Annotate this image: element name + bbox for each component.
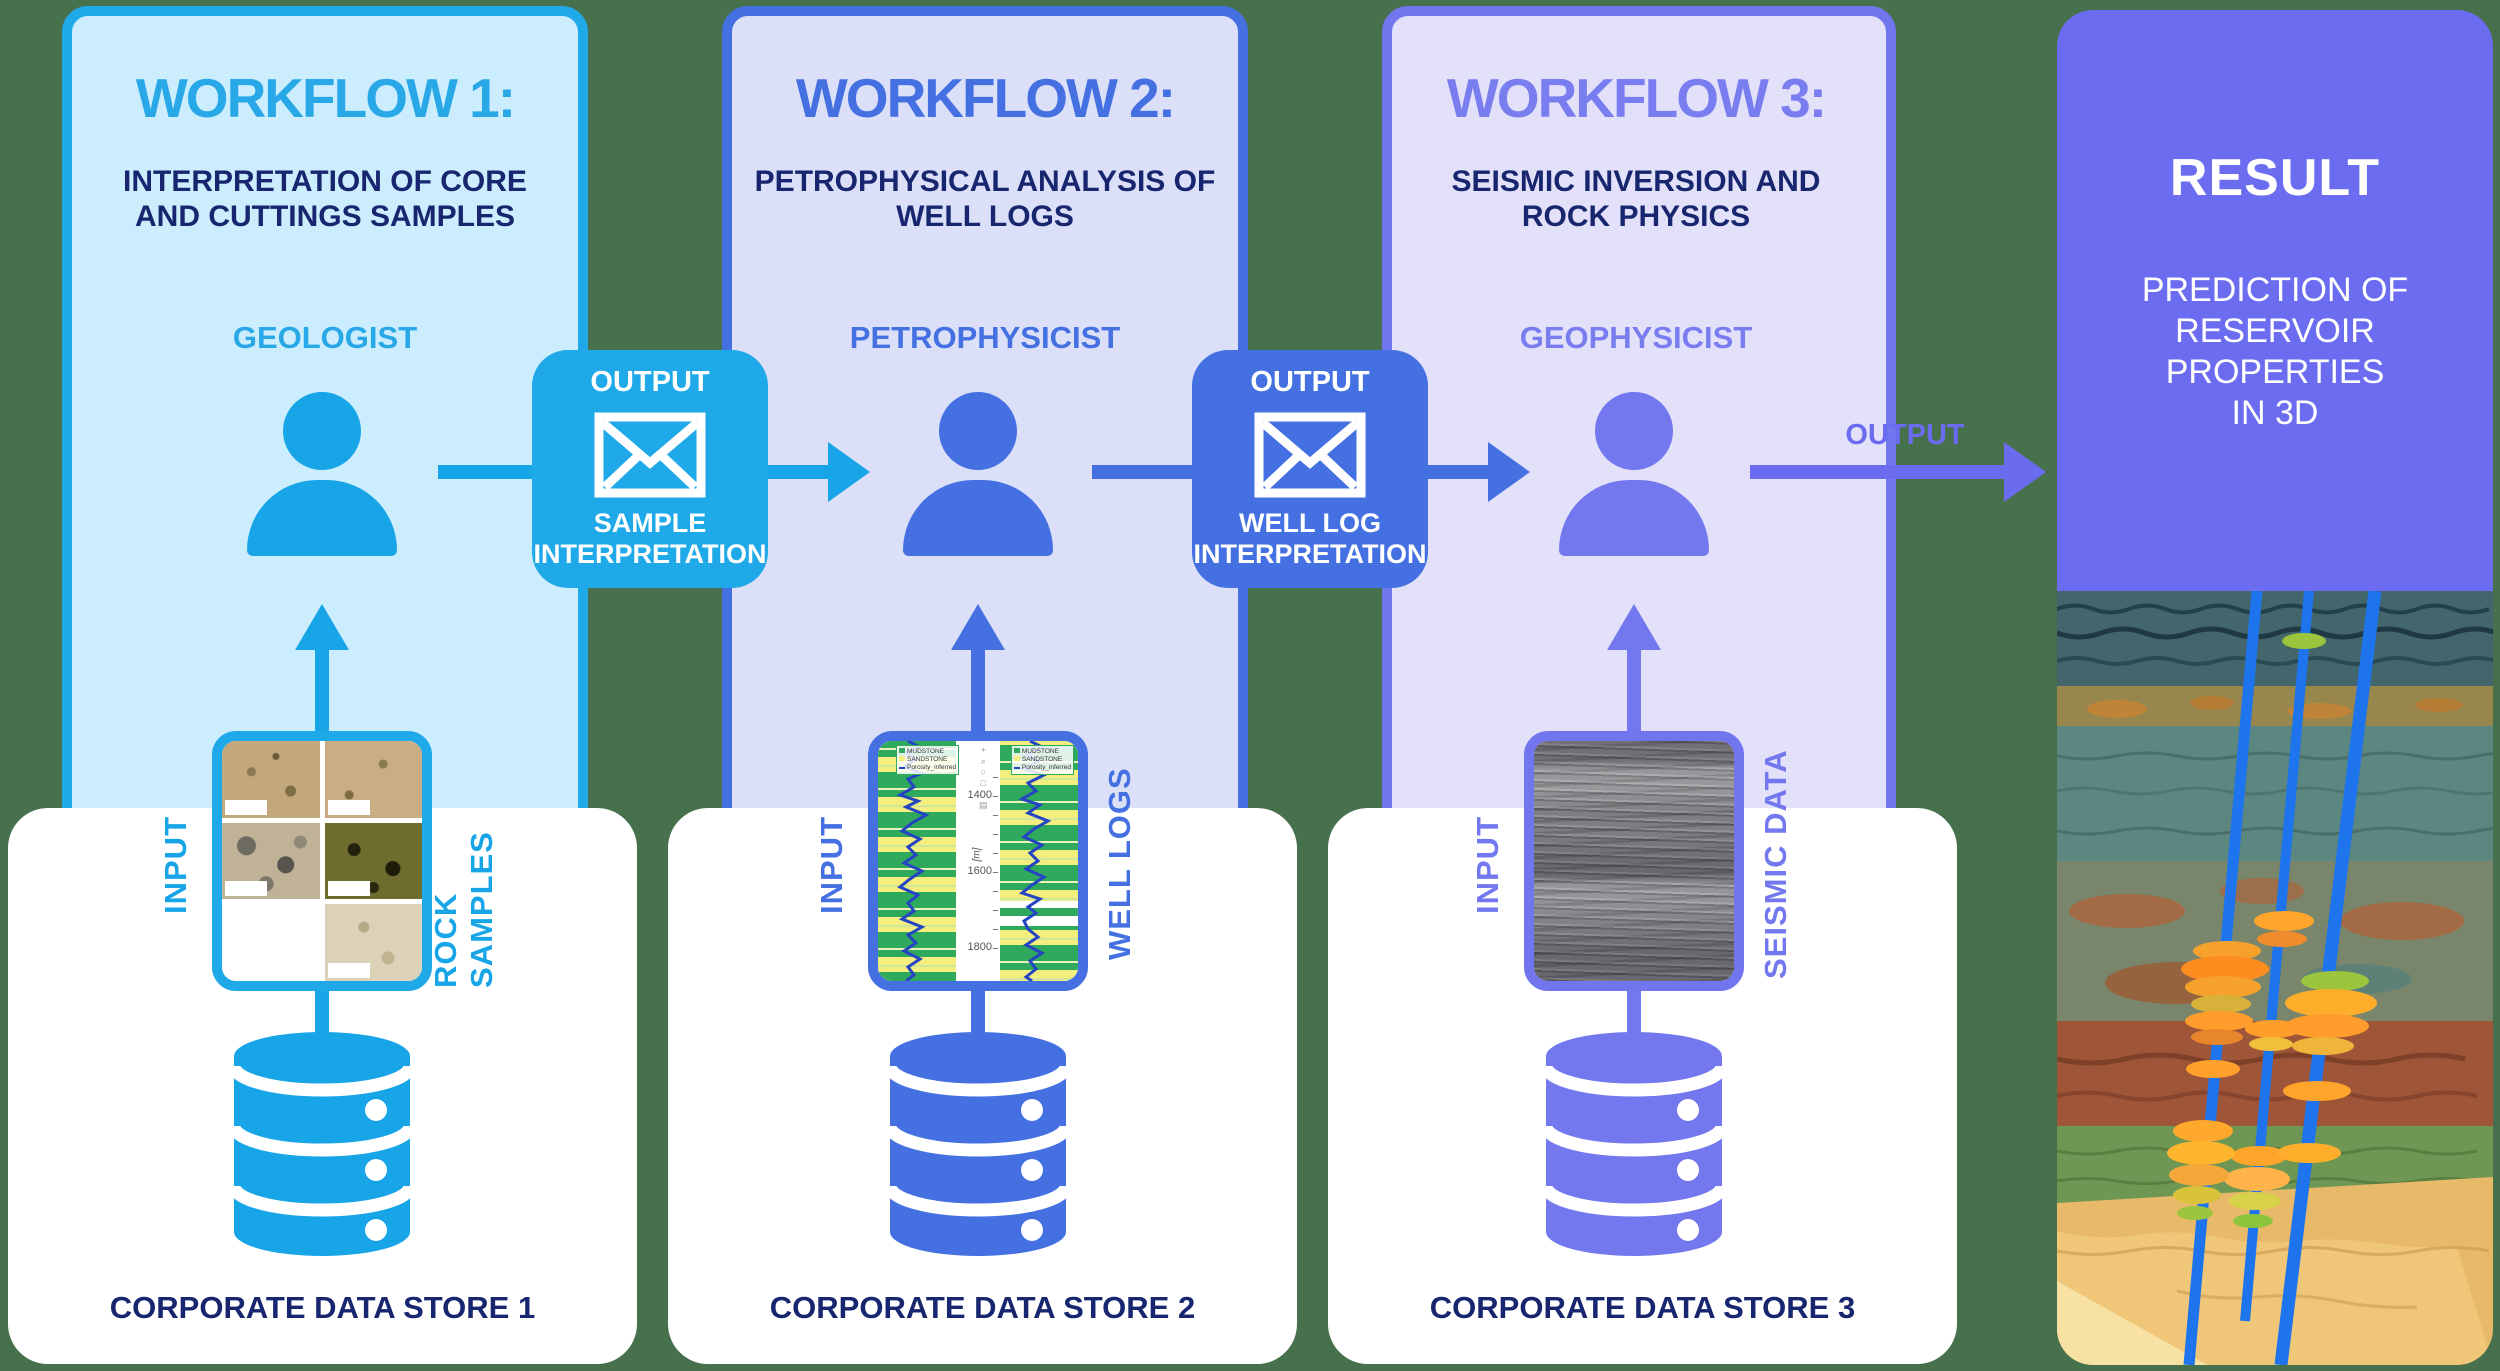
seismic-section bbox=[1534, 741, 1734, 981]
person-head bbox=[939, 392, 1017, 470]
petrophysicist-person-icon bbox=[898, 392, 1058, 562]
rock-photo bbox=[324, 904, 422, 981]
workflow-1-subtitle: INTERPRETATION OF CORE AND CUTTINGS SAMP… bbox=[123, 165, 527, 233]
seismic-data-image bbox=[1524, 731, 1744, 991]
reservoir-3d-prediction-image bbox=[2057, 591, 2493, 1365]
photo-caption bbox=[327, 799, 370, 815]
photo-caption bbox=[225, 799, 267, 815]
geophysicist-person-icon bbox=[1554, 392, 1714, 562]
right-arrowhead-icon bbox=[1488, 442, 1530, 502]
result-title: RESULT bbox=[2169, 149, 2381, 207]
workflow-2-role-label: PETROPHYSICIST bbox=[849, 320, 1121, 355]
geologist-person-icon bbox=[242, 392, 402, 562]
log-gap bbox=[1000, 916, 1078, 926]
output-badge-title: OUTPUT bbox=[590, 366, 710, 398]
arrow-person3-to-result bbox=[1750, 465, 2006, 479]
input-label-2: INPUT bbox=[814, 816, 849, 914]
workflow-1-title: WORKFLOW 1: bbox=[135, 67, 516, 129]
person-body bbox=[247, 480, 397, 556]
rock-photo bbox=[222, 904, 320, 981]
workflow-3-title: WORKFLOW 3: bbox=[1446, 67, 1827, 129]
workflow-2-title: WORKFLOW 2: bbox=[795, 67, 1176, 129]
input-label-1: INPUT bbox=[158, 816, 193, 914]
workflow-2-subtitle: PETROPHYSICAL ANALYSIS OF WELL LOGS bbox=[754, 165, 1216, 233]
final-output-label: OUTPUT bbox=[1845, 419, 1965, 451]
input-label-3: INPUT bbox=[1470, 816, 1505, 914]
envelope-icon bbox=[1254, 412, 1366, 498]
depth-tick: 1800 bbox=[967, 941, 992, 953]
arrow-output1-to-person2 bbox=[768, 465, 830, 479]
workflow-3-subtitle: SEISMIC INVERSION AND ROCK PHYSICS bbox=[1451, 165, 1821, 233]
depth-axis: 1400 1600 1800 [m] bbox=[956, 741, 1000, 981]
result-panel: RESULT PREDICTION OF RESERVOIR PROPERTIE… bbox=[2057, 10, 2493, 591]
rock-photo bbox=[222, 822, 320, 900]
person-body bbox=[903, 480, 1053, 556]
plot-toolbar-icons: +⌕○□◌▤ bbox=[979, 745, 988, 810]
porosity-curve bbox=[896, 741, 1052, 981]
depth-tick: 1600 bbox=[967, 865, 992, 877]
rock-photo bbox=[324, 741, 422, 818]
log-legend: MUDSTONE SANDSTONE Porosity_inferred bbox=[896, 745, 960, 775]
data-store-1-label: CORPORATE DATA STORE 1 bbox=[109, 1290, 536, 1325]
depth-tick: 1400 bbox=[967, 789, 992, 801]
data-store-3-label: CORPORATE DATA STORE 3 bbox=[1429, 1290, 1856, 1325]
log-legend: MUDSTONE SANDSTONE Porosity_inferred bbox=[1010, 745, 1074, 775]
rock-photo bbox=[324, 822, 422, 900]
well-logs-image: 1400 1600 1800 [m] +⌕○□◌▤ MUDSTONE SANDS… bbox=[868, 731, 1088, 991]
up-arrowhead-icon bbox=[1607, 604, 1661, 650]
seismic-data-label: SEISMIC DATA bbox=[1758, 749, 1793, 979]
envelope-icon bbox=[594, 412, 706, 498]
person-head bbox=[283, 392, 361, 470]
database-icon bbox=[888, 1032, 1068, 1256]
photo-caption bbox=[225, 881, 267, 897]
arrow-output2-to-person3 bbox=[1427, 465, 1490, 479]
well-log-plot: 1400 1600 1800 [m] +⌕○□◌▤ MUDSTONE SANDS… bbox=[878, 741, 1078, 981]
rock-samples-label: ROCK SAMPLES bbox=[428, 831, 499, 988]
up-arrowhead-icon bbox=[951, 604, 1005, 650]
arrow-person1-to-output1 bbox=[438, 465, 534, 479]
database-icon bbox=[1544, 1032, 1724, 1256]
workflow-1-role-label: GEOLOGIST bbox=[232, 320, 418, 355]
right-arrowhead-icon bbox=[828, 442, 870, 502]
workflow-3-role-label: GEOPHYSICIST bbox=[1519, 320, 1753, 355]
well-logs-label: WELL LOGS bbox=[1102, 767, 1137, 961]
photo-caption bbox=[327, 881, 370, 897]
photo-caption bbox=[225, 962, 267, 978]
database-icon bbox=[232, 1032, 412, 1256]
up-arrowhead-icon bbox=[295, 604, 349, 650]
rock-samples-image bbox=[212, 731, 432, 991]
result-subtitle: PREDICTION OF RESERVOIR PROPERTIES IN 3D bbox=[2141, 271, 2409, 432]
well-log-track-left bbox=[878, 741, 956, 981]
rock-photo bbox=[222, 741, 320, 818]
person-head bbox=[1595, 392, 1673, 470]
seismic-3d-view bbox=[2057, 591, 2493, 1365]
right-arrowhead-icon bbox=[2004, 442, 2046, 502]
photo-caption bbox=[327, 962, 370, 978]
rock-samples-grid bbox=[222, 741, 422, 981]
data-store-2-label: CORPORATE DATA STORE 2 bbox=[769, 1290, 1196, 1325]
output-badge-title: OUTPUT bbox=[1250, 366, 1370, 398]
log-gap bbox=[1000, 901, 1078, 908]
arrow-person2-to-output2 bbox=[1092, 465, 1194, 479]
person-body bbox=[1559, 480, 1709, 556]
